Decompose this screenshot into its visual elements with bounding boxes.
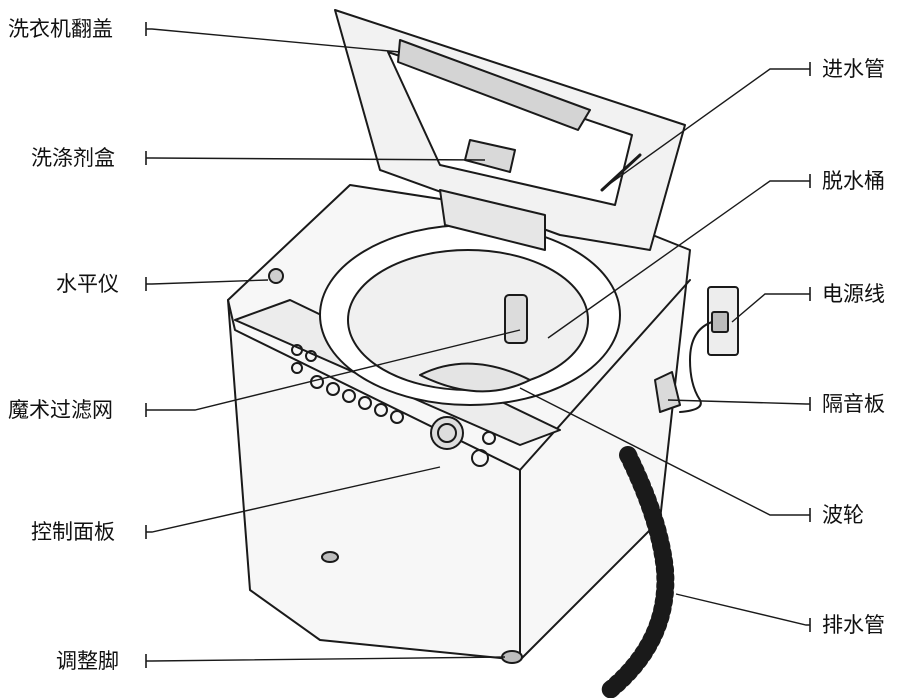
label-level-gauge: 水平仪 (56, 272, 119, 296)
label-lid: 洗衣机翻盖 (8, 17, 113, 41)
leader-sound (668, 400, 810, 404)
label-drain-hose: 排水管 (822, 613, 885, 637)
leader-drain (676, 594, 810, 625)
label-power-cord: 电源线 (822, 282, 885, 306)
label-control-panel: 控制面板 (31, 520, 115, 544)
foot-left (322, 552, 338, 562)
label-adjust-foot: 调整脚 (56, 649, 119, 673)
label-pulsator: 波轮 (822, 503, 864, 527)
control-knob (431, 417, 463, 449)
filter-shape (505, 295, 527, 343)
label-magic-filter: 魔术过滤网 (8, 398, 113, 422)
label-detergent-box: 洗涤剂盒 (31, 146, 115, 170)
label-sound-panel: 隔音板 (822, 392, 885, 416)
label-spin-tub: 脱水桶 (822, 169, 885, 193)
level-gauge-shape (269, 269, 283, 283)
leader-foot (146, 657, 505, 661)
label-inlet-hose: 进水管 (822, 57, 885, 81)
leader-power (732, 294, 810, 322)
